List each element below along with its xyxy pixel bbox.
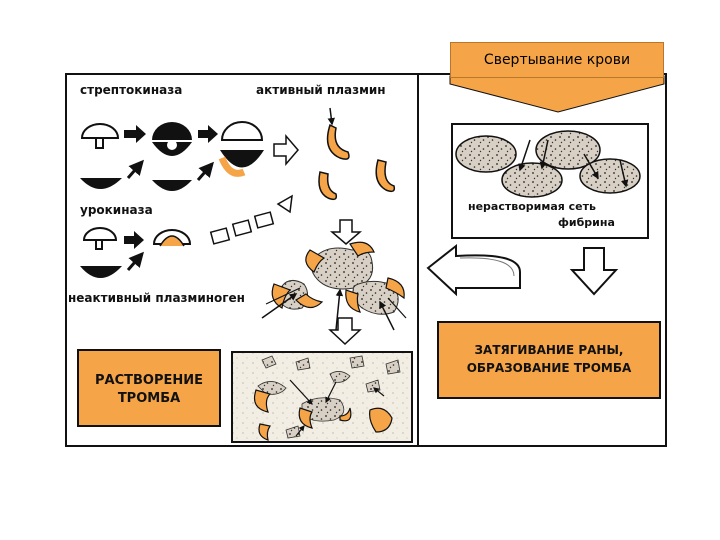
fibrin-net-panel: нерастворимая сеть фибрина — [451, 123, 649, 239]
dissolution-text-2: ТРОМБА — [118, 391, 180, 406]
dissolution-text-1: РАСТВОРЕНИЕ — [95, 373, 203, 388]
plasmin-crescent-3 — [318, 171, 338, 201]
plasminogen-complex-2 — [218, 121, 264, 177]
label-urokinase: урокиназа — [80, 203, 153, 217]
label-inactive-plasminogen: неактивный плазминоген — [68, 291, 245, 305]
block-arrow-down-right — [569, 247, 619, 296]
activator-cap-1 — [80, 123, 120, 149]
block-arrow-left — [426, 243, 521, 297]
plasminogen-bowl-3 — [80, 266, 122, 278]
activator-cap-2 — [82, 227, 118, 250]
label-streptokinase: стрептокиназа — [80, 83, 182, 97]
plasminogen-complex-1 — [152, 122, 192, 156]
title-tab: Свертывание крови — [450, 42, 664, 78]
plasmin-crescent-2 — [375, 159, 396, 193]
healing-text-1: ЗАТЯГИВАНИЕ РАНЫ, — [475, 343, 624, 357]
label-active-plasmin: активный плазмин — [256, 83, 386, 97]
arrow-1a — [124, 125, 146, 143]
dissolution-box: РАСТВОРЕНИЕ ТРОМБА — [77, 349, 221, 427]
block-arrow-down-1 — [329, 219, 363, 245]
healing-text-2: ОБРАЗОВАНИЕ ТРОМБА — [467, 361, 632, 375]
arrow-up-2 — [196, 161, 214, 181]
clot-with-plasmin — [261, 241, 407, 331]
dissolved-fragments-panel — [231, 351, 413, 443]
plasmin-crescent-1 — [326, 107, 350, 160]
plasminogen-bowl-1 — [80, 178, 122, 189]
arrow-3a — [124, 231, 144, 249]
plasminogen-bowl-2 — [152, 180, 192, 191]
healing-box: ЗАТЯГИВАНИЕ РАНЫ, ОБРАЗОВАНИЕ ТРОМБА — [437, 321, 661, 399]
fibrin-net-label-2: фибрина — [558, 216, 615, 229]
block-arrow-down-2 — [328, 317, 362, 346]
plasminogen-complex-3 — [152, 229, 192, 247]
transition-trail — [209, 194, 293, 245]
fibrin-net-label-1: нерастворимая сеть — [468, 200, 596, 213]
arrow-1b — [198, 125, 218, 143]
block-arrow-right-1 — [273, 133, 299, 167]
arrow-up-3 — [126, 251, 144, 271]
title-text: Свертывание крови — [483, 52, 631, 68]
arrow-up-1 — [126, 159, 144, 179]
